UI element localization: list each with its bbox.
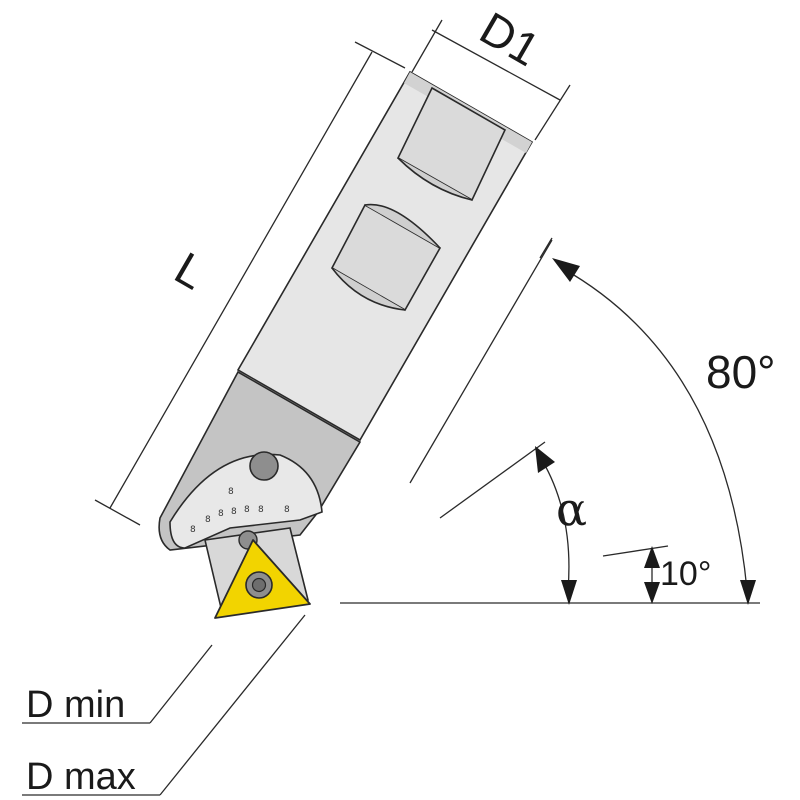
clamp-flat-lower bbox=[330, 203, 442, 312]
line-alpha bbox=[439, 441, 546, 519]
line-80deg bbox=[409, 239, 553, 484]
shank-extension bbox=[539, 237, 553, 259]
angle-10-indicator: 10° bbox=[644, 546, 711, 604]
tool-shank bbox=[236, 70, 534, 442]
label-angle-min: 10° bbox=[660, 555, 711, 593]
label-d-max: D max bbox=[26, 756, 136, 798]
arrow-head bbox=[644, 546, 660, 568]
scale-mark: 8 bbox=[218, 509, 224, 519]
scale-marks: 8 8 8 8 8 8 8 8 bbox=[190, 487, 290, 535]
scale-mark: 8 bbox=[205, 515, 211, 525]
scale-mark: 8 bbox=[231, 507, 237, 517]
label-angle-max: 80° bbox=[706, 346, 776, 398]
angle-alpha-indicator: α bbox=[535, 446, 587, 605]
arrow-head bbox=[644, 582, 660, 604]
clamp-flat-upper bbox=[396, 86, 507, 202]
scale-mark: 8 bbox=[258, 505, 264, 515]
scale-mark: 8 bbox=[244, 505, 250, 515]
angle-reference-lines bbox=[340, 237, 760, 604]
insert-screw-inner bbox=[251, 577, 267, 593]
scale-mark: 8 bbox=[284, 505, 290, 515]
arrow-head bbox=[535, 446, 555, 473]
label-d-min: D min bbox=[26, 684, 125, 726]
scale-mark: 8 bbox=[190, 525, 196, 535]
scale-mark: 8 bbox=[228, 487, 234, 497]
label-length: L bbox=[166, 242, 214, 300]
label-angle-alpha: α bbox=[556, 482, 587, 536]
arrow-head bbox=[740, 580, 756, 605]
scale-dial bbox=[169, 453, 323, 549]
line-10deg bbox=[602, 545, 669, 557]
angle-80-indicator: 80° bbox=[552, 258, 776, 605]
arrow-head bbox=[552, 258, 580, 282]
boring-head: 8 8 8 8 8 8 8 8 bbox=[158, 370, 362, 619]
diameter-range-leaders: D min D max bbox=[22, 614, 306, 798]
adjust-screw bbox=[249, 451, 279, 481]
arrow-head bbox=[561, 580, 577, 605]
label-diameter: D1 bbox=[472, 2, 549, 76]
